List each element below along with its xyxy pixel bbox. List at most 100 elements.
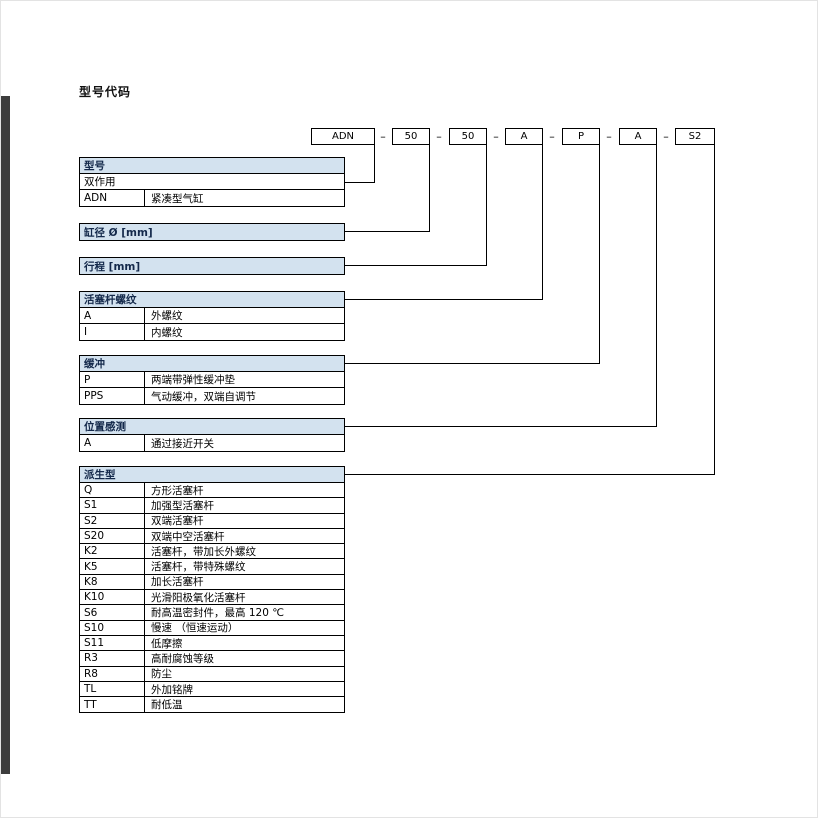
table-row: A 外螺纹 (80, 308, 344, 324)
code-segment-rod-thread: A (505, 128, 543, 145)
table-header: 位置感测 (80, 419, 344, 435)
page-edge-bar (1, 96, 10, 774)
code-cell: A (80, 308, 145, 323)
code-cell: K2 (80, 544, 145, 559)
table-row: Q 方形活塞杆 (80, 483, 344, 499)
description-cell: 活塞杆，带特殊螺纹 (151, 561, 246, 574)
table-row: S2 双端活塞杆 (80, 513, 344, 529)
description-cell: 加强型活塞杆 (151, 499, 214, 512)
connector-line (345, 299, 543, 300)
table-bore: 缸径 Ø [mm] (79, 223, 345, 241)
table-row: TL 外加铭牌 (80, 681, 344, 698)
separator-glyph: – (436, 130, 442, 143)
code-cell: A (80, 435, 145, 451)
description-cell: 内螺纹 (151, 326, 183, 339)
separator-glyph: – (549, 130, 555, 143)
code-separator: – (489, 128, 503, 145)
table-header-label: 型号 (84, 160, 105, 172)
connector-line (599, 145, 600, 363)
description-cell: 外螺纹 (151, 310, 183, 322)
description-cell: 高耐腐蚀等级 (151, 652, 214, 665)
code-cell: P (80, 372, 145, 387)
code-segment-label: A (634, 131, 642, 142)
code-segment-label: P (577, 131, 585, 142)
description-cell: 双作用 (84, 176, 116, 188)
code-cell: S2 (80, 513, 145, 528)
connector-line (345, 231, 430, 232)
code-segment-cushioning: P (562, 128, 600, 145)
page-title: 型号代码 (79, 85, 131, 99)
description-cell: 低摩擦 (151, 637, 183, 650)
table-row: K10 光滑阳极氧化活塞杆 (80, 590, 344, 606)
table-header-label: 活塞杆螺纹 (84, 294, 137, 306)
code-segment-label: 50 (461, 131, 475, 142)
code-cell: K8 (80, 574, 145, 590)
description-cell: 气动缓冲，双端自调节 (151, 390, 256, 403)
table-model: 型号 双作用 ADN 紧凑型气缸 (79, 157, 345, 207)
code-cell: I (80, 324, 145, 340)
description-cell: 方形活塞杆 (151, 484, 204, 497)
connector-line (714, 145, 715, 474)
connector-line (486, 145, 487, 265)
code-segment-stroke: 50 (449, 128, 487, 145)
connector-line (345, 426, 657, 427)
connector-line (542, 145, 543, 299)
table-header: 行程 [mm] (80, 258, 344, 274)
description-cell: 外加铭牌 (151, 683, 193, 696)
description-cell: 双端中空活塞杆 (151, 530, 225, 543)
separator-glyph: – (493, 130, 499, 143)
code-cell: ADN (80, 190, 145, 206)
table-header: 型号 (80, 158, 344, 174)
code-cell: K10 (80, 590, 145, 605)
table-header-label: 缸径 Ø [mm] (84, 226, 153, 239)
separator-glyph: – (606, 130, 612, 143)
table-header: 派生型 (80, 467, 344, 483)
connector-line (345, 265, 487, 266)
description-cell: 双端活塞杆 (151, 515, 204, 528)
code-separator: – (602, 128, 616, 145)
code-cell: Q (80, 483, 145, 498)
code-cell: TL (80, 681, 145, 697)
table-row: 双作用 (80, 174, 344, 190)
table-row: I 内螺纹 (80, 324, 344, 340)
table-header: 缓冲 (80, 356, 344, 372)
description-cell: 耐高温密封件，最高 120 ℃ (151, 607, 285, 620)
code-cell: S11 (80, 635, 145, 651)
code-cell: R8 (80, 666, 145, 681)
table-header: 缸径 Ø [mm] (80, 224, 344, 240)
code-cell: S20 (80, 528, 145, 544)
table-variants: 派生型 Q 方形活塞杆 S1 加强型活塞杆 S2 双端活塞杆 S20 双端中空活塞杆 K… (79, 466, 345, 714)
description-cell: 紧凑型气缸 (151, 192, 204, 205)
code-cell: S1 (80, 498, 145, 513)
description-cell: 光滑阳极氧化活塞杆 (151, 591, 246, 604)
code-separator: – (376, 128, 390, 145)
connector-line (345, 182, 375, 183)
code-segment-variant: S2 (675, 128, 715, 145)
connector-line (374, 145, 375, 182)
table-stroke: 行程 [mm] (79, 257, 345, 275)
code-segment-label: ADN (331, 131, 355, 142)
code-segment-position-sensing: A (619, 128, 657, 145)
description-cell: 通过接近开关 (151, 437, 214, 450)
code-cell: S10 (80, 620, 145, 635)
separator-glyph: – (380, 130, 386, 143)
table-row: S1 加强型活塞杆 (80, 498, 344, 514)
table-header-label: 派生型 (84, 469, 116, 481)
code-cell: S6 (80, 605, 145, 620)
table-rod-thread: 活塞杆螺纹 A 外螺纹 I 内螺纹 (79, 291, 345, 341)
connector-line (345, 363, 600, 364)
table-row: ADN 紧凑型气缸 (80, 190, 344, 206)
code-cell: R3 (80, 651, 145, 666)
table-header-label: 缓冲 (84, 358, 105, 370)
table-row: S20 双端中空活塞杆 (80, 528, 344, 545)
connector-line (345, 474, 715, 475)
table-row: S6 耐高温密封件，最高 120 ℃ (80, 605, 344, 621)
